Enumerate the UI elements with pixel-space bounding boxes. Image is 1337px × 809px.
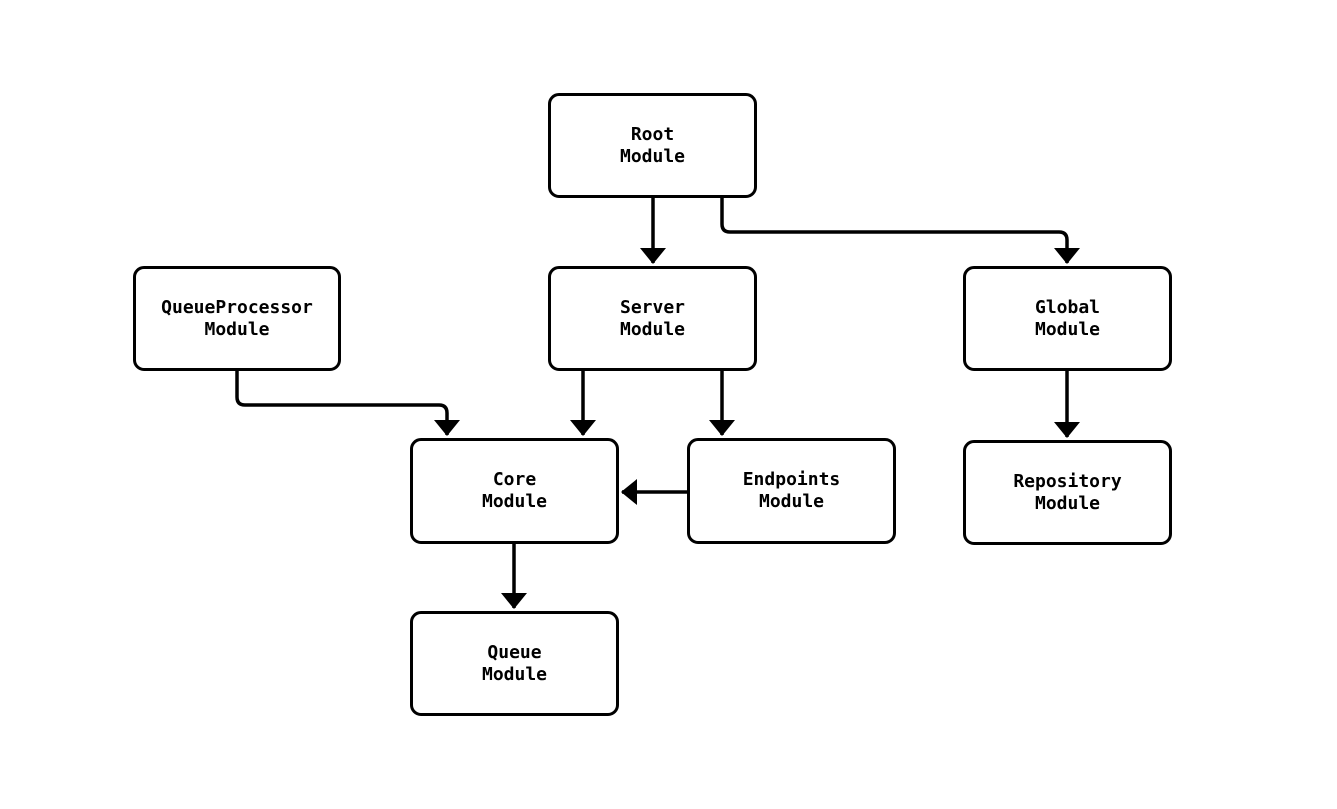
edge-queueprocessor-to-core: [235, 371, 460, 436]
node-global-module: Global Module: [963, 266, 1172, 371]
node-endpoints-module-name: Endpoints: [742, 469, 841, 490]
node-queueprocessor-module-suffix: Module: [204, 318, 270, 340]
node-core-module: Core Module: [410, 438, 619, 544]
edge-root-to-global: [720, 198, 1080, 264]
node-global-module-suffix: Module: [1034, 318, 1101, 340]
node-global-module-name: Global: [1034, 296, 1101, 318]
node-root-module: Root Module: [548, 93, 757, 198]
node-root-module-suffix: Module: [619, 145, 686, 167]
node-endpoints-module-suffix: Module: [758, 491, 825, 512]
node-repository-module: Repository Module: [963, 440, 1172, 545]
node-queueprocessor-module: QueueProcessor Module: [133, 266, 341, 371]
node-root-module-name: Root: [630, 123, 675, 145]
node-repository-module-name: Repository: [1013, 470, 1122, 492]
node-core-module-name: Core: [492, 469, 537, 490]
node-queue-module-name: Queue: [487, 641, 542, 663]
node-server-module: Server Module: [548, 266, 757, 371]
node-endpoints-module: Endpoints Module: [687, 438, 896, 544]
node-server-module-name: Server: [619, 296, 686, 318]
node-queue-module-suffix: Module: [481, 663, 548, 685]
node-repository-module-suffix: Module: [1034, 492, 1101, 514]
node-queue-module: Queue Module: [410, 611, 619, 716]
node-core-module-suffix: Module: [481, 491, 548, 512]
node-queueprocessor-module-name: QueueProcessor: [161, 296, 313, 318]
node-server-module-suffix: Module: [619, 318, 686, 340]
